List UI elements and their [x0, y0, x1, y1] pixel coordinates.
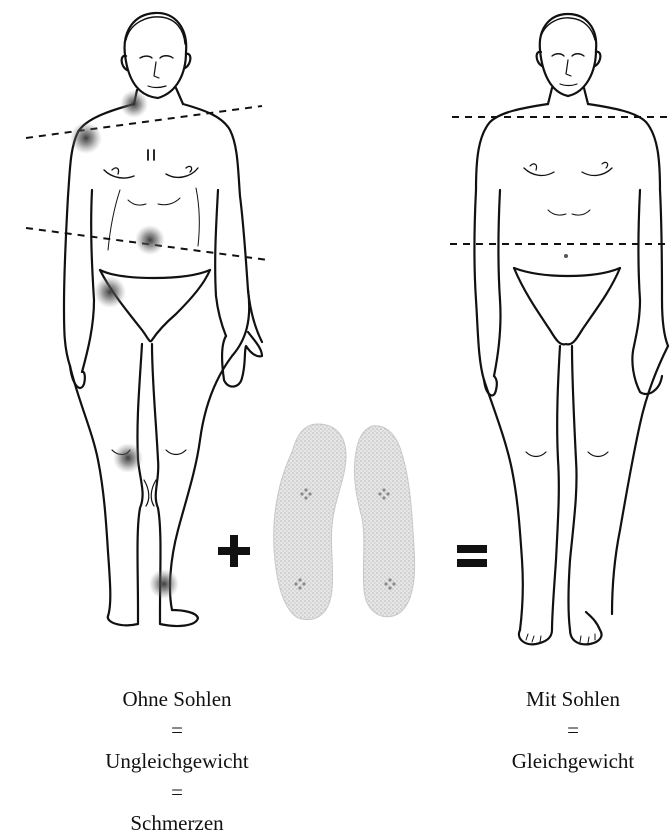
pain-point-left-hip: [94, 276, 126, 308]
caption-with-insoles: Mit Sohlen = Gleichgewicht: [478, 684, 668, 777]
equals-sign: [457, 545, 487, 567]
pain-point-left-shoulder: [70, 122, 102, 154]
pain-point-abdomen: [135, 225, 165, 255]
caption-left-line3: Schmerzen: [72, 808, 282, 839]
pain-points: [70, 90, 179, 599]
left-body-figure: [64, 13, 262, 626]
insoles: [274, 424, 415, 620]
caption-left-equals-2: =: [72, 777, 282, 808]
insole-left: [274, 424, 346, 620]
pain-point-left-ankle: [149, 569, 179, 599]
plus-sign: [218, 535, 250, 567]
caption-left-equals-1: =: [72, 715, 282, 746]
pain-point-neck: [120, 90, 148, 118]
caption-right-line2: Gleichgewicht: [478, 746, 668, 777]
balance-diagram: [0, 0, 671, 660]
caption-right-line1: Mit Sohlen: [478, 684, 668, 715]
caption-left-line2: Ungleichgewicht: [72, 746, 282, 777]
caption-right-equals-1: =: [478, 715, 668, 746]
caption-without-insoles: Ohne Sohlen = Ungleichgewicht = Schmerze…: [72, 684, 282, 839]
insole-right: [354, 426, 414, 617]
right-body-figure: [475, 14, 669, 644]
caption-left-line1: Ohne Sohlen: [72, 684, 282, 715]
pain-point-right-knee: [113, 443, 143, 473]
